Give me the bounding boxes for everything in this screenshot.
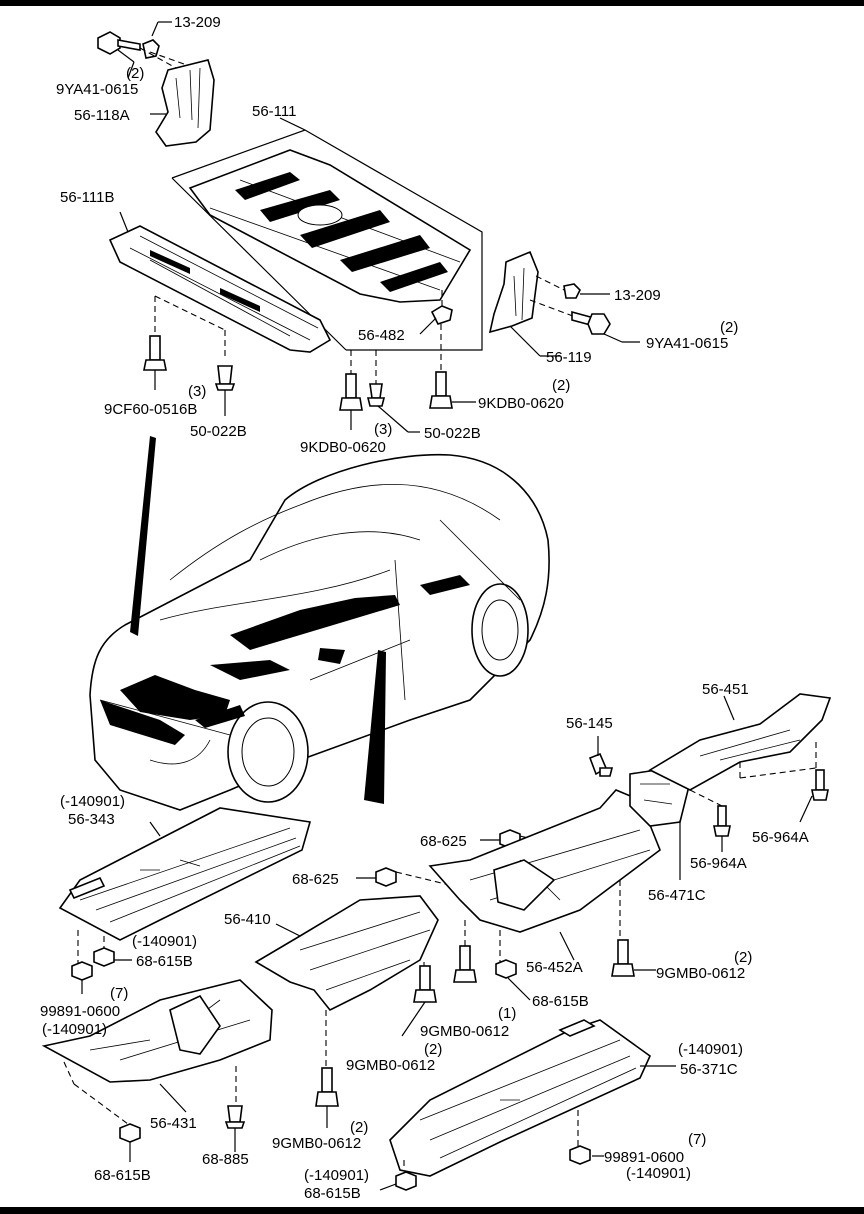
label-56-119: 56-119	[546, 349, 592, 366]
label-9gmb0-b: 9GMB0-0612	[420, 1023, 509, 1040]
bracket-56-119	[488, 250, 579, 357]
label-9kdb0-qty-left: (3)	[374, 421, 392, 438]
label-56-471c: 56-471C	[648, 887, 706, 904]
label-9ya41-top: 9YA41-0615	[56, 81, 138, 98]
nut-68-615b-a	[93, 947, 132, 967]
nut-68-615b-d	[379, 1171, 417, 1191]
bolt-9kdb0-right	[429, 324, 476, 409]
label-9cf60-qty: (3)	[188, 383, 206, 400]
label-9gmb0-qty-b: (1)	[498, 1005, 516, 1022]
label-68-625-b: 68-625	[292, 871, 339, 888]
label-68-615b-a: 68-615B	[136, 953, 193, 970]
label-56-111b: 56-111B	[60, 189, 115, 206]
label-56-431: 56-431	[150, 1115, 197, 1132]
bolt-9kdb0-left	[339, 350, 363, 430]
label-9ya41-qty-right: (2)	[720, 319, 738, 336]
label-140901-d: (-140901)	[678, 1041, 743, 1058]
label-56-451: 56-451	[702, 681, 749, 698]
label-9ya41-qty-top: (2)	[126, 65, 144, 82]
label-99891-b: 99891-0600	[604, 1149, 684, 1166]
top-border	[0, 0, 864, 6]
label-68-615b-c: 68-615B	[94, 1167, 151, 1184]
label-56-452a: 56-452A	[526, 959, 583, 976]
label-9ya41-right: 9YA41-0615	[646, 335, 728, 352]
clip-13-209-top	[142, 21, 172, 59]
label-68-615b-b: 68-615B	[532, 993, 589, 1010]
label-9kdb0-qty-right: (2)	[552, 377, 570, 394]
label-56-111: 56-111	[252, 103, 296, 120]
bolt-9gmb0-a	[611, 939, 656, 977]
clip-50-022b-right	[366, 350, 420, 433]
label-56-343: 56-343	[68, 811, 115, 828]
clip-68-885	[224, 1105, 246, 1152]
label-50-022b-left: 50-022B	[190, 423, 247, 440]
label-140901-b: (-140901)	[132, 933, 197, 950]
panel-56-371c	[389, 1019, 676, 1177]
bolt-9ya41-right	[571, 310, 640, 343]
clip-56-145	[588, 736, 614, 777]
nut-99891-a	[71, 961, 93, 994]
nut-68-615b-b	[495, 959, 531, 1001]
heat-shield-56-452a	[428, 789, 661, 962]
label-13-209-top: 13-209	[174, 14, 221, 31]
bracket-56-451	[648, 693, 832, 791]
label-99891-a: 99891-0600	[40, 1003, 120, 1020]
label-140901-a: (-140901)	[60, 793, 125, 810]
clip-50-022b-left	[214, 365, 236, 416]
label-9gmb0-c: 9GMB0-0612	[346, 1057, 435, 1074]
label-50-022b-right: 50-022B	[424, 425, 481, 442]
label-99891-qty-a: (7)	[110, 985, 128, 1002]
bolt-9ya41-top	[97, 31, 141, 55]
label-9kdb0-right: 9KDB0-0620	[478, 395, 564, 412]
clip-56-482	[419, 290, 453, 335]
clip-13-209-right	[563, 283, 610, 299]
nut-99891-b	[569, 1145, 604, 1165]
bolt-9gmb0-c	[453, 920, 477, 983]
pin-56-964a-b	[713, 805, 731, 852]
bolt-9gmb0-b	[401, 965, 437, 1037]
heat-shield-56-410	[254, 895, 439, 1068]
label-56-964a-b: 56-964A	[690, 855, 747, 872]
label-9kdb0-left: 9KDB0-0620	[300, 439, 386, 456]
label-56-118a: 56-118A	[74, 107, 130, 124]
frame-56-111	[171, 129, 483, 351]
label-9gmb0-qty-c: (2)	[424, 1041, 442, 1058]
arrow-front-cover	[130, 436, 156, 636]
bolt-9gmb0-d	[315, 1067, 339, 1128]
nut-68-615b-c	[119, 1123, 141, 1162]
label-56-964a-a: 56-964A	[752, 829, 809, 846]
label-56-145: 56-145	[566, 715, 613, 732]
label-56-371c: 56-371C	[680, 1061, 738, 1078]
label-68-885: 68-885	[202, 1151, 249, 1168]
label-9gmb0-qty-d: (2)	[350, 1119, 368, 1136]
label-140901-e: (-140901)	[626, 1165, 691, 1182]
label-56-482: 56-482	[358, 327, 405, 344]
shield-56-111b	[108, 211, 332, 360]
heat-shield-56-431	[41, 979, 273, 1125]
undercover-56-111	[188, 149, 472, 303]
label-9gmb0-d: 9GMB0-0612	[272, 1135, 361, 1152]
label-68-625-a: 68-625	[420, 833, 467, 850]
label-140901-c: (-140901)	[42, 1021, 107, 1038]
label-9gmb0-qty-a: (2)	[734, 949, 752, 966]
label-9cf60: 9CF60-0516B	[104, 401, 197, 418]
bracket-56-118a	[117, 47, 215, 147]
label-99891-qty-b: (7)	[688, 1131, 706, 1148]
label-140901-f: (-140901)	[304, 1167, 369, 1184]
bolt-9cf60	[143, 335, 167, 390]
panel-56-343	[58, 807, 312, 966]
label-9gmb0-a: 9GMB0-0612	[656, 965, 745, 982]
label-13-209-right: 13-209	[614, 287, 661, 304]
bottom-border	[0, 1207, 864, 1214]
label-56-410: 56-410	[224, 911, 271, 928]
leader-56-111	[279, 117, 306, 131]
label-68-615b-d: 68-615B	[304, 1185, 361, 1202]
car-illustration	[89, 453, 550, 811]
arrow-rear-cover	[364, 650, 386, 804]
pin-56-964a-a	[799, 769, 829, 823]
